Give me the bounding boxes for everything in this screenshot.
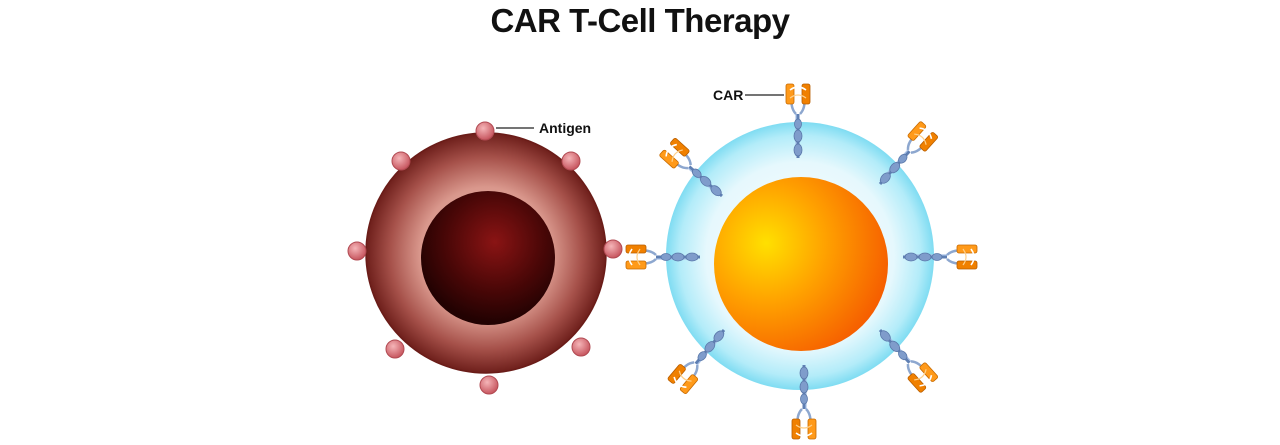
antigen-icon bbox=[603, 239, 623, 259]
antigens bbox=[347, 121, 623, 395]
antigen-label: Antigen bbox=[539, 120, 591, 136]
antigen-callout: Antigen bbox=[496, 120, 591, 136]
antigen-icon bbox=[561, 151, 581, 171]
diagram-title: CAR T-Cell Therapy bbox=[490, 2, 790, 39]
antigen-icon bbox=[385, 339, 405, 359]
tumor-nucleus bbox=[421, 191, 555, 325]
car-label: CAR bbox=[713, 87, 743, 103]
car-callout: CAR bbox=[713, 87, 784, 103]
t-cell-core bbox=[714, 177, 888, 351]
antigen-icon bbox=[475, 121, 495, 141]
antigen-icon bbox=[391, 151, 411, 171]
antigen-icon bbox=[479, 375, 499, 395]
antigen-icon bbox=[347, 241, 367, 261]
car-t-cell bbox=[666, 122, 934, 390]
antigen-icon bbox=[571, 337, 591, 357]
